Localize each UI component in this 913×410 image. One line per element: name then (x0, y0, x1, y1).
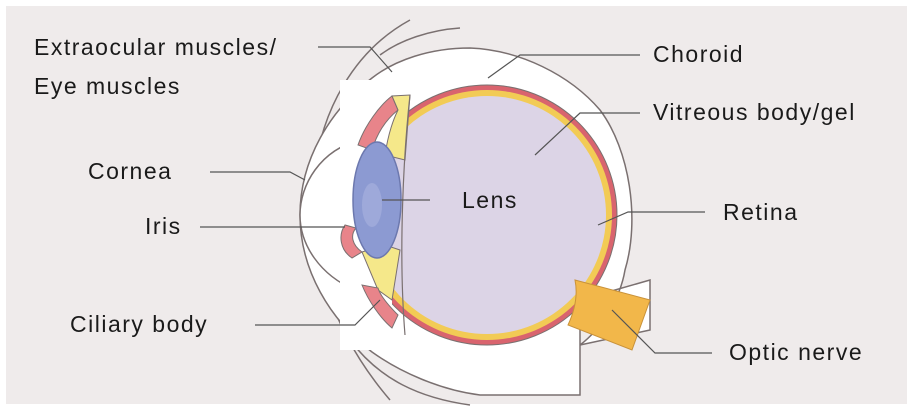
label-iris: Iris (145, 215, 182, 238)
label-cornea: Cornea (88, 160, 172, 183)
label-optic-nerve: Optic nerve (729, 341, 863, 364)
label-ciliary-body: Ciliary body (70, 313, 208, 336)
label-extraocular-line1: Extraocular muscles/ (34, 36, 277, 59)
label-vitreous: Vitreous body/gel (653, 101, 856, 124)
label-retina: Retina (723, 201, 798, 224)
label-lens: Lens (462, 189, 518, 212)
label-extraocular-line2: Eye muscles (34, 75, 181, 98)
lens-highlight (362, 183, 382, 227)
label-choroid: Choroid (653, 43, 744, 66)
